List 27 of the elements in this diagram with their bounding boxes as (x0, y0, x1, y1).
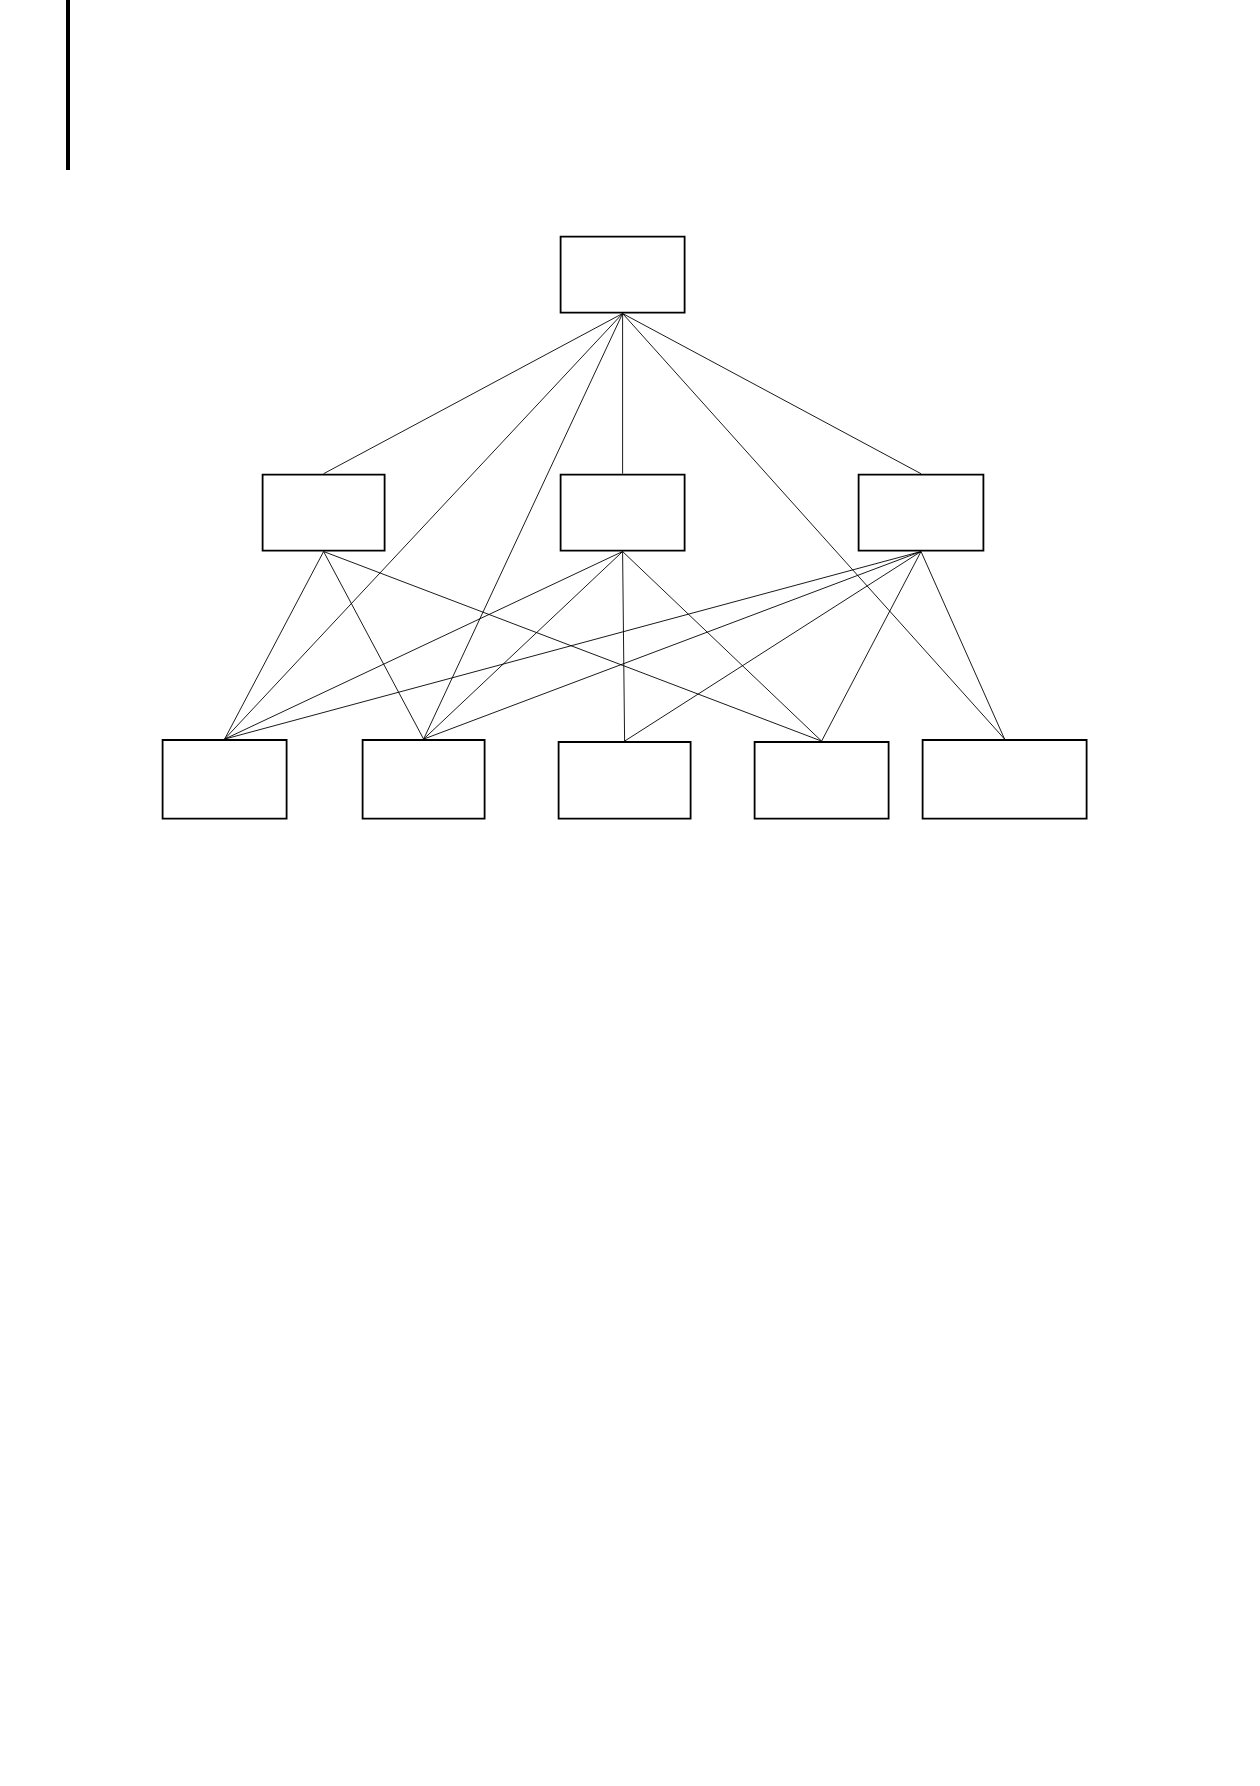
box (559, 473, 686, 552)
box (557, 741, 692, 820)
box (261, 473, 386, 552)
connector-line (224, 313, 624, 740)
connector-line (224, 551, 922, 740)
box (753, 741, 890, 820)
connector-line (622, 313, 922, 475)
connector-line (323, 551, 425, 740)
connector-line (622, 313, 624, 475)
connector-line (323, 551, 823, 742)
box (857, 473, 985, 552)
connector-line (423, 551, 624, 740)
connector-line (920, 551, 1006, 740)
connector-line (323, 313, 624, 475)
box (921, 739, 1088, 820)
connector-line (423, 551, 922, 740)
connector-line (622, 551, 823, 742)
connector-line (622, 551, 626, 742)
connector-line (224, 551, 325, 740)
connector-line (624, 551, 922, 742)
box (161, 739, 288, 820)
box (361, 739, 486, 820)
connector-line (423, 313, 624, 740)
connector-line (821, 551, 922, 742)
connector-line (622, 313, 1006, 740)
connector-line (224, 551, 624, 740)
box (559, 235, 686, 314)
